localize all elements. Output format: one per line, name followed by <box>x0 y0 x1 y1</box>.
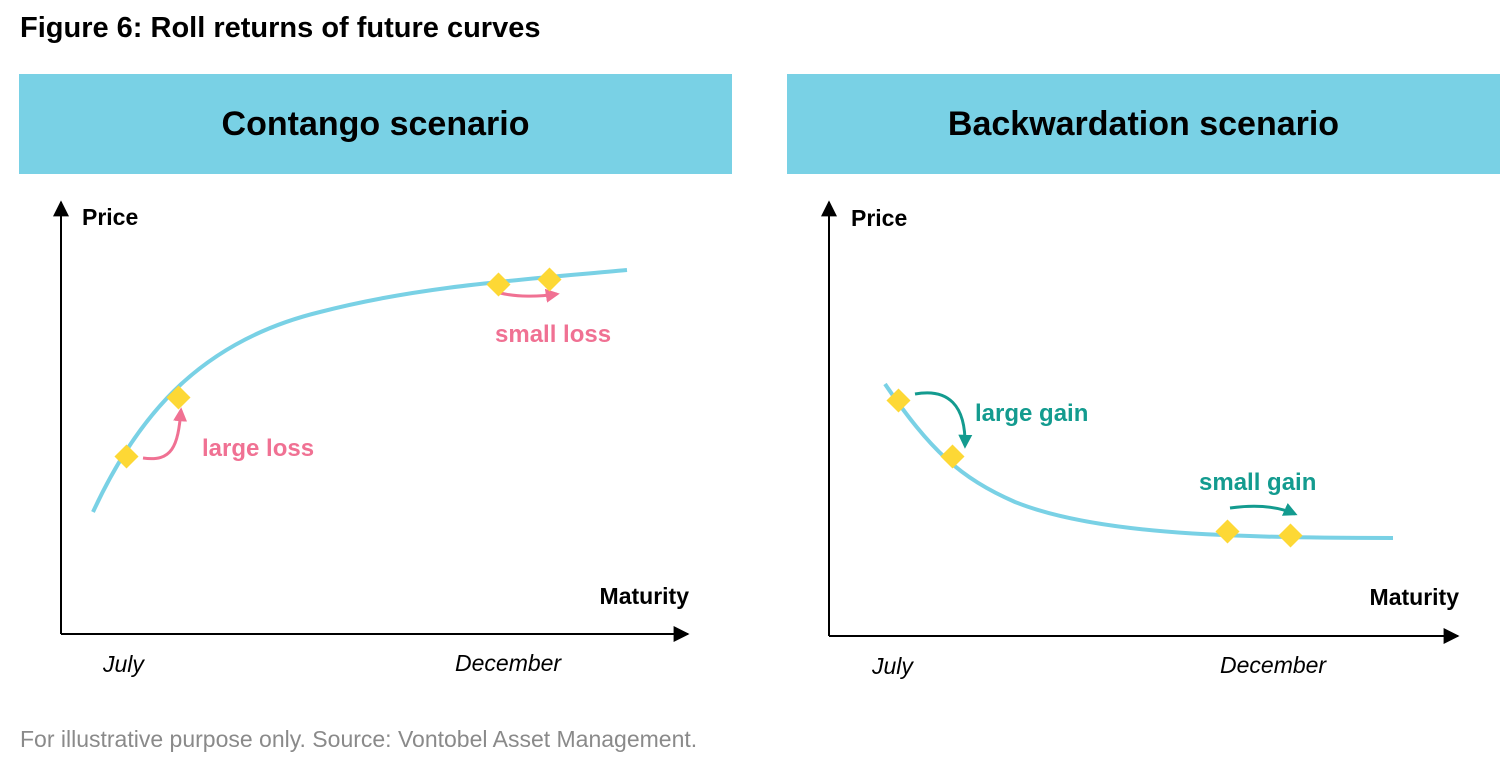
marker-diamond <box>1278 523 1303 548</box>
large-gain-arrow <box>914 391 973 449</box>
source-note: For illustrative purpose only. Source: V… <box>20 726 698 752</box>
contango-header: Contango scenario <box>19 74 732 174</box>
small-loss-arrow <box>499 288 560 303</box>
marker-diamond <box>486 272 511 297</box>
large-gain-label: large gain <box>975 400 1088 427</box>
small-loss-label: small loss <box>495 321 611 348</box>
small-gain-label: small gain <box>1199 469 1316 496</box>
figure-title: Figure 6: Roll returns of future curves <box>20 12 541 44</box>
backwardation-tick-december: December <box>1220 652 1327 678</box>
contango-chart: Price Maturity July December large loss … <box>53 200 690 677</box>
backwardation-curve <box>883 382 1394 540</box>
backwardation-chart: Price Maturity July December large gain … <box>821 200 1460 679</box>
marker-diamond <box>166 385 191 410</box>
contango-x-label: Maturity <box>600 583 690 609</box>
marker-diamond <box>114 444 139 469</box>
marker-diamond <box>537 267 562 292</box>
large-loss-label: large loss <box>202 435 314 462</box>
contango-tick-december: December <box>455 650 562 676</box>
contango-tick-july: July <box>102 651 145 677</box>
marker-diamond <box>1215 519 1240 544</box>
backwardation-y-label: Price <box>851 205 907 231</box>
contango-curve <box>91 268 628 513</box>
contango-y-label: Price <box>82 204 138 230</box>
large-loss-arrow <box>142 407 188 461</box>
small-gain-arrow <box>1229 503 1298 516</box>
marker-diamond <box>940 444 965 469</box>
backwardation-x-label: Maturity <box>1370 584 1460 610</box>
backwardation-header: Backwardation scenario <box>787 74 1500 174</box>
backwardation-tick-july: July <box>871 653 914 679</box>
